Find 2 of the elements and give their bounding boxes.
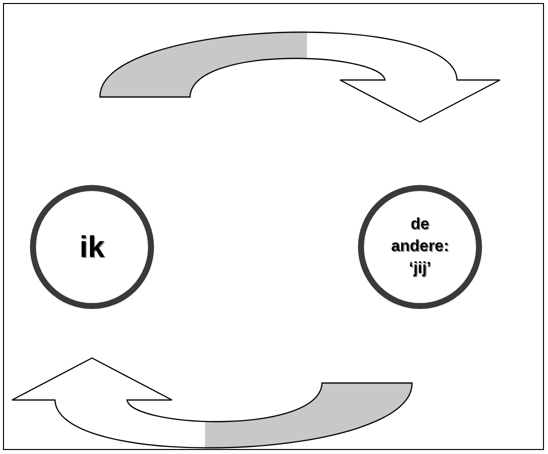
node-label: ik xyxy=(79,230,105,266)
node-label: de andere: ‘jij’ xyxy=(390,215,450,279)
